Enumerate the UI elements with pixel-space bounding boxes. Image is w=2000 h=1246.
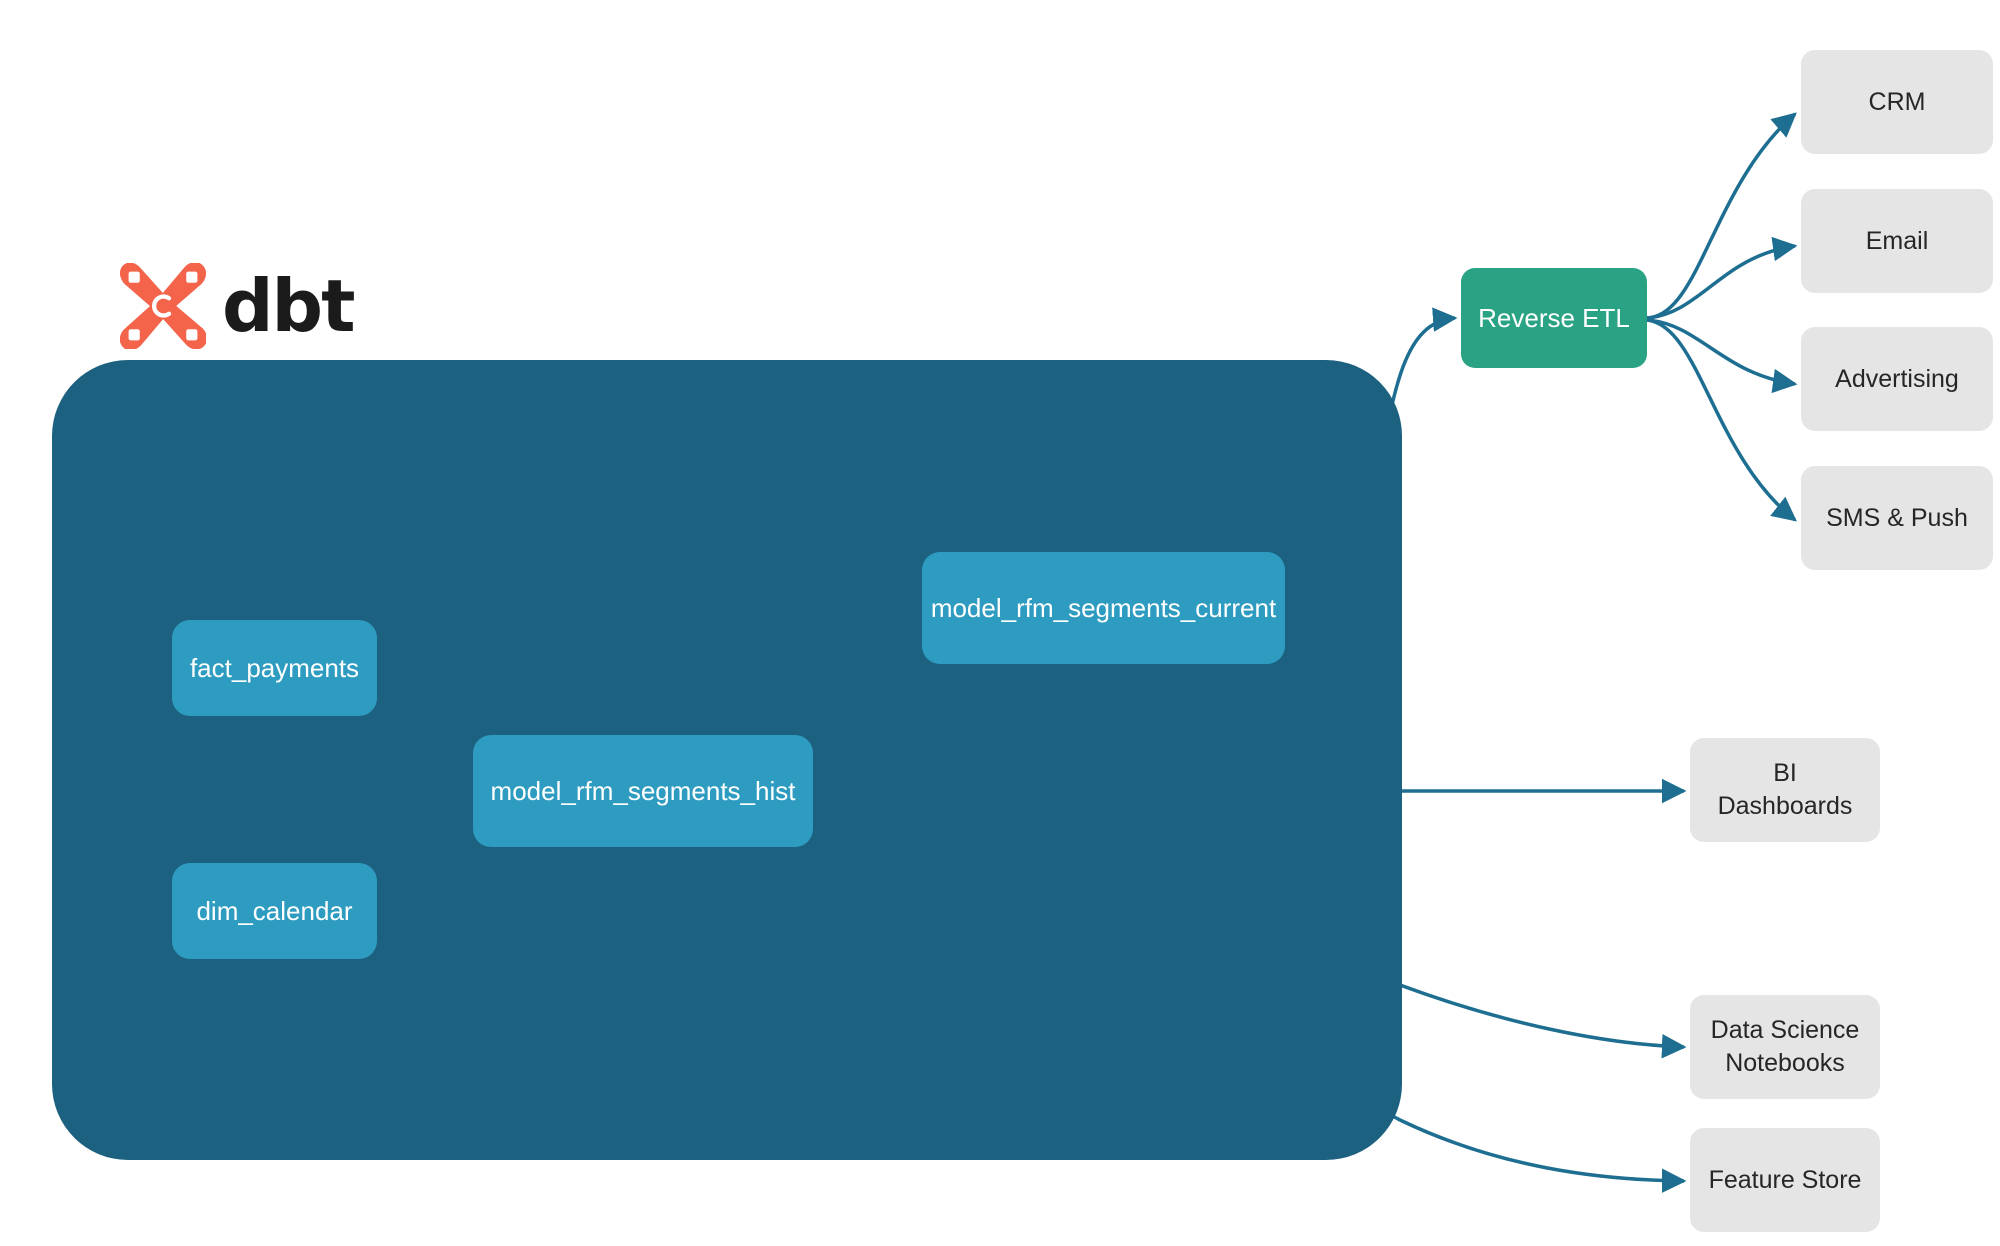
- model-node-dim-calendar[interactable]: dim_calendar: [172, 863, 377, 959]
- destination-label: BI Dashboards: [1717, 759, 1853, 820]
- node-label: model_rfm_segments_hist: [490, 775, 796, 806]
- edge-reverse-etl-to-email: [1646, 236, 1798, 320]
- destination-email[interactable]: Email: [1801, 189, 1993, 293]
- dbt-logo-icon: [119, 261, 208, 350]
- node-label: model_rfm_segments_current: [930, 592, 1277, 623]
- dbt-logo: dbt: [119, 258, 355, 353]
- destination-label: Email: [1865, 226, 1929, 255]
- dbt-wordmark: dbt: [222, 263, 355, 348]
- destination-label: SMS & Push: [1826, 503, 1968, 532]
- edge-reverse-etl-to-advertising: [1646, 318, 1798, 394]
- destination-bi-dashboards[interactable]: BI Dashboards: [1690, 738, 1880, 842]
- edge-reverse-etl-to-crm: [1646, 112, 1797, 320]
- destination-sms-push[interactable]: SMS & Push: [1801, 466, 1993, 570]
- destination-label: Feature Store: [1708, 1165, 1862, 1194]
- destination-crm[interactable]: CRM: [1801, 50, 1993, 154]
- node-label: fact_payments: [189, 652, 360, 683]
- model-node-rfm-segments-current[interactable]: model_rfm_segments_current: [922, 552, 1285, 664]
- destination-label: Data Science Notebooks: [1710, 1016, 1860, 1077]
- edge-reverse-etl-to-sms-push: [1646, 318, 1797, 522]
- destination-advertising[interactable]: Advertising: [1801, 327, 1993, 431]
- model-node-fact-payments[interactable]: fact_payments: [172, 620, 377, 716]
- destination-label: CRM: [1868, 87, 1926, 116]
- node-label: dim_calendar: [196, 895, 353, 926]
- destination-data-science-notebooks[interactable]: Data Science Notebooks: [1690, 995, 1880, 1099]
- destination-label: Advertising: [1835, 364, 1959, 393]
- reverse-etl-label: Reverse ETL: [1478, 302, 1630, 333]
- reverse-etl-node[interactable]: Reverse ETL: [1461, 268, 1647, 368]
- model-node-rfm-segments-hist[interactable]: model_rfm_segments_hist: [473, 735, 813, 847]
- destination-feature-store[interactable]: Feature Store: [1690, 1128, 1880, 1232]
